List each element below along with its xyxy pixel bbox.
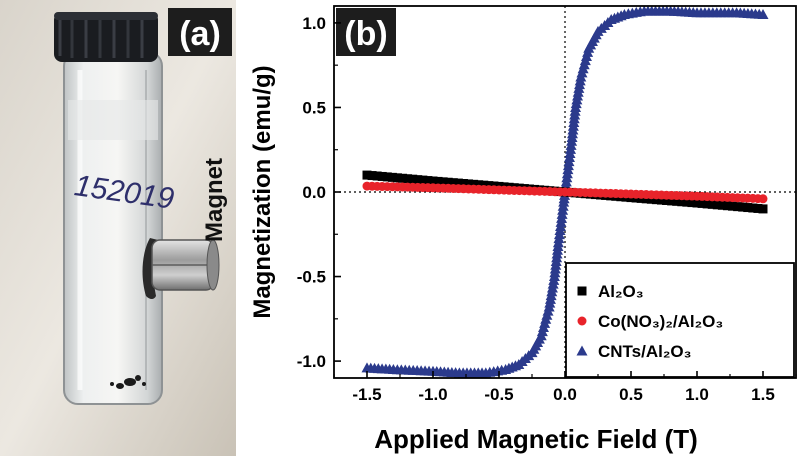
data-point bbox=[392, 173, 402, 183]
x-axis-title: Applied Magnetic Field (T) bbox=[374, 424, 698, 454]
x-tick-label: -0.5 bbox=[484, 385, 513, 404]
vial-cap bbox=[54, 12, 158, 62]
legend-label: Co(NO₃)₂/Al₂O₃ bbox=[598, 312, 723, 331]
photo-panel: 152019 (a) Magnet bbox=[0, 0, 236, 456]
x-tick-label: 1.0 bbox=[685, 385, 709, 404]
data-point bbox=[367, 171, 377, 181]
data-point bbox=[717, 200, 727, 210]
data-point bbox=[362, 170, 372, 180]
panel-b-label: (b) bbox=[344, 15, 387, 53]
data-point bbox=[662, 195, 672, 205]
data-point bbox=[738, 202, 748, 212]
data-point bbox=[722, 201, 732, 211]
data-point bbox=[728, 201, 738, 211]
x-tick-label: -1.5 bbox=[352, 385, 381, 404]
y-tick-label: -0.5 bbox=[297, 268, 326, 287]
legend-box bbox=[565, 262, 795, 378]
data-point bbox=[418, 175, 428, 185]
data-point bbox=[672, 196, 682, 206]
legend: Al₂O₃ Co(NO₃)₂/Al₂O₃ CNTs/Al₂O₃ bbox=[565, 262, 795, 378]
x-tick-label: 1.5 bbox=[751, 385, 775, 404]
magnetization-chart: (b) Applied Magnetic Field (T) Magnetiza… bbox=[236, 0, 800, 456]
data-point bbox=[646, 194, 656, 204]
data-point bbox=[458, 179, 468, 189]
magnet bbox=[151, 239, 220, 291]
data-point bbox=[682, 197, 692, 207]
data-point bbox=[423, 176, 433, 186]
y-axis-title: Magnetization (emu/g) bbox=[249, 65, 276, 318]
data-point bbox=[707, 199, 717, 209]
legend-marker bbox=[577, 316, 587, 326]
data-point bbox=[387, 172, 397, 182]
series-co-no3-2-al2o3 bbox=[362, 181, 768, 204]
data-point bbox=[712, 200, 722, 210]
data-point bbox=[687, 198, 697, 208]
y-tick-label: 1.0 bbox=[302, 14, 326, 33]
x-tick-label: -1.0 bbox=[418, 385, 447, 404]
cnt-particles bbox=[110, 375, 146, 389]
x-tick-label: 0.0 bbox=[553, 385, 577, 404]
data-point bbox=[474, 180, 484, 190]
glass-vial bbox=[63, 51, 163, 405]
data-point bbox=[382, 172, 392, 182]
data-point bbox=[438, 177, 448, 187]
panel-a-label-box bbox=[168, 8, 232, 56]
data-point bbox=[403, 174, 413, 184]
data-point bbox=[443, 177, 453, 187]
data-point bbox=[753, 203, 763, 213]
legend-label: CNTs/Al₂O₃ bbox=[598, 342, 692, 361]
data-point bbox=[748, 203, 758, 213]
data-point bbox=[377, 171, 387, 181]
data-point bbox=[408, 174, 418, 184]
data-point bbox=[758, 194, 768, 204]
data-point bbox=[651, 195, 661, 205]
data-point bbox=[697, 198, 707, 208]
legend-marker bbox=[577, 286, 587, 296]
data-point bbox=[656, 195, 666, 205]
data-point bbox=[433, 176, 443, 186]
data-point bbox=[692, 198, 702, 208]
data-point bbox=[677, 197, 687, 207]
data-point bbox=[428, 176, 438, 186]
magnet-label: Magnet bbox=[201, 158, 228, 242]
panel-b-label-box bbox=[336, 8, 396, 56]
y-tick-label: -1.0 bbox=[297, 352, 326, 371]
data-point bbox=[453, 178, 463, 188]
data-point bbox=[733, 202, 743, 212]
data-point bbox=[372, 171, 382, 181]
plot-layer bbox=[334, 5, 796, 378]
chart-panel: (b) Applied Magnetic Field (T) Magnetiza… bbox=[236, 0, 800, 456]
x-tick-label: 0.5 bbox=[619, 385, 643, 404]
y-tick-label: 0.5 bbox=[302, 98, 326, 117]
data-point bbox=[702, 199, 712, 209]
vial-photo: 152019 (a) Magnet bbox=[0, 0, 236, 456]
data-point bbox=[667, 196, 677, 206]
data-point bbox=[464, 179, 474, 189]
legend-label: Al₂O₃ bbox=[598, 282, 644, 301]
data-point bbox=[448, 178, 458, 188]
data-point bbox=[398, 173, 408, 183]
y-tick-label: 0.0 bbox=[302, 183, 326, 202]
data-point bbox=[469, 179, 479, 189]
series-cnts-al2o3 bbox=[361, 5, 769, 378]
data-point bbox=[757, 8, 769, 19]
data-point bbox=[743, 203, 753, 213]
panel-a-label: (a) bbox=[179, 15, 221, 53]
legend-marker bbox=[576, 345, 588, 356]
data-point bbox=[758, 204, 768, 214]
data-point bbox=[413, 175, 423, 185]
